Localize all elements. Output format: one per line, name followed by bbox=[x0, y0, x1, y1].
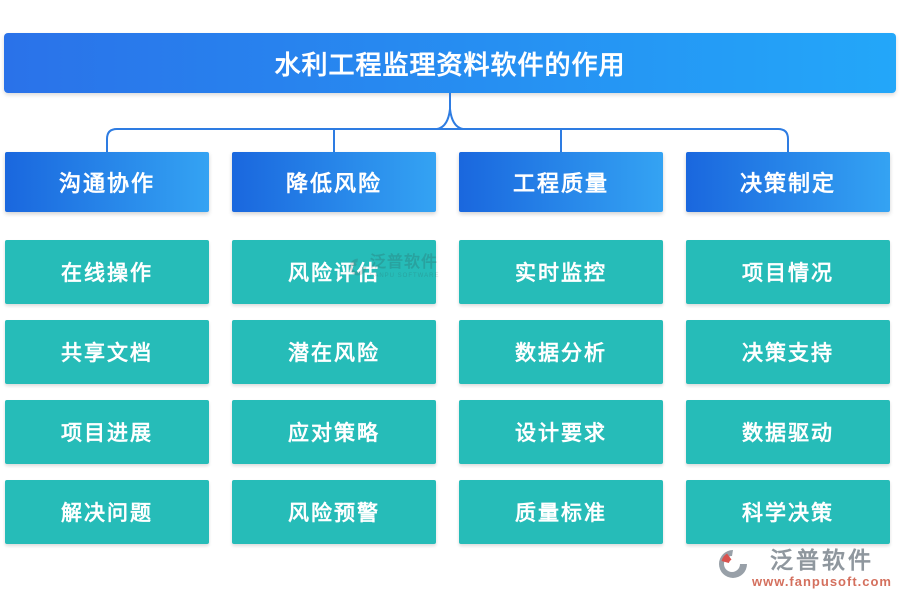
brand-logo-icon bbox=[718, 550, 747, 578]
trunk-flare bbox=[436, 108, 464, 130]
item-box: 风险评估 bbox=[232, 240, 436, 304]
item-box: 共享文档 bbox=[5, 320, 209, 384]
header-box-communication: 沟通协作 bbox=[5, 152, 209, 212]
column-communication: 沟通协作 在线操作 共享文档 项目进展 解决问题 bbox=[5, 152, 209, 544]
item-box: 风险预警 bbox=[232, 480, 436, 544]
brand-logo: 泛普软件 www.fanpusoft.com bbox=[718, 549, 892, 588]
brand-url: www.fanpusoft.com bbox=[751, 574, 892, 589]
item-box: 科学决策 bbox=[686, 480, 890, 544]
column-decision: 决策制定 项目情况 决策支持 数据驱动 科学决策 bbox=[686, 152, 890, 544]
bus-line bbox=[106, 128, 789, 152]
item-box: 决策支持 bbox=[686, 320, 890, 384]
item-box: 数据驱动 bbox=[686, 400, 890, 464]
page-title: 水利工程监理资料软件的作用 bbox=[4, 33, 896, 93]
item-list: 在线操作 共享文档 项目进展 解决问题 bbox=[5, 240, 209, 544]
columns-grid: 沟通协作 在线操作 共享文档 项目进展 解决问题 降低风险 风险评估 潜在风险 … bbox=[5, 152, 890, 544]
item-box: 在线操作 bbox=[5, 240, 209, 304]
item-list: 风险评估 潜在风险 应对策略 风险预警 bbox=[232, 240, 436, 544]
item-box: 应对策略 bbox=[232, 400, 436, 464]
item-box: 设计要求 bbox=[459, 400, 663, 464]
header-box-quality: 工程质量 bbox=[459, 152, 663, 212]
item-box: 实时监控 bbox=[459, 240, 663, 304]
item-box: 数据分析 bbox=[459, 320, 663, 384]
branch-connector-lines bbox=[106, 93, 789, 152]
item-box: 质量标准 bbox=[459, 480, 663, 544]
item-box: 项目情况 bbox=[686, 240, 890, 304]
column-quality: 工程质量 实时监控 数据分析 设计要求 质量标准 bbox=[459, 152, 663, 544]
header-box-risk: 降低风险 bbox=[232, 152, 436, 212]
item-list: 项目情况 决策支持 数据驱动 科学决策 bbox=[686, 240, 890, 544]
item-box: 潜在风险 bbox=[232, 320, 436, 384]
column-risk: 降低风险 风险评估 潜在风险 应对策略 风险预警 bbox=[232, 152, 436, 544]
item-box: 解决问题 bbox=[5, 480, 209, 544]
item-list: 实时监控 数据分析 设计要求 质量标准 bbox=[459, 240, 663, 544]
header-box-decision: 决策制定 bbox=[686, 152, 890, 212]
brand-name: 泛普软件 bbox=[769, 548, 874, 573]
item-box: 项目进展 bbox=[5, 400, 209, 464]
